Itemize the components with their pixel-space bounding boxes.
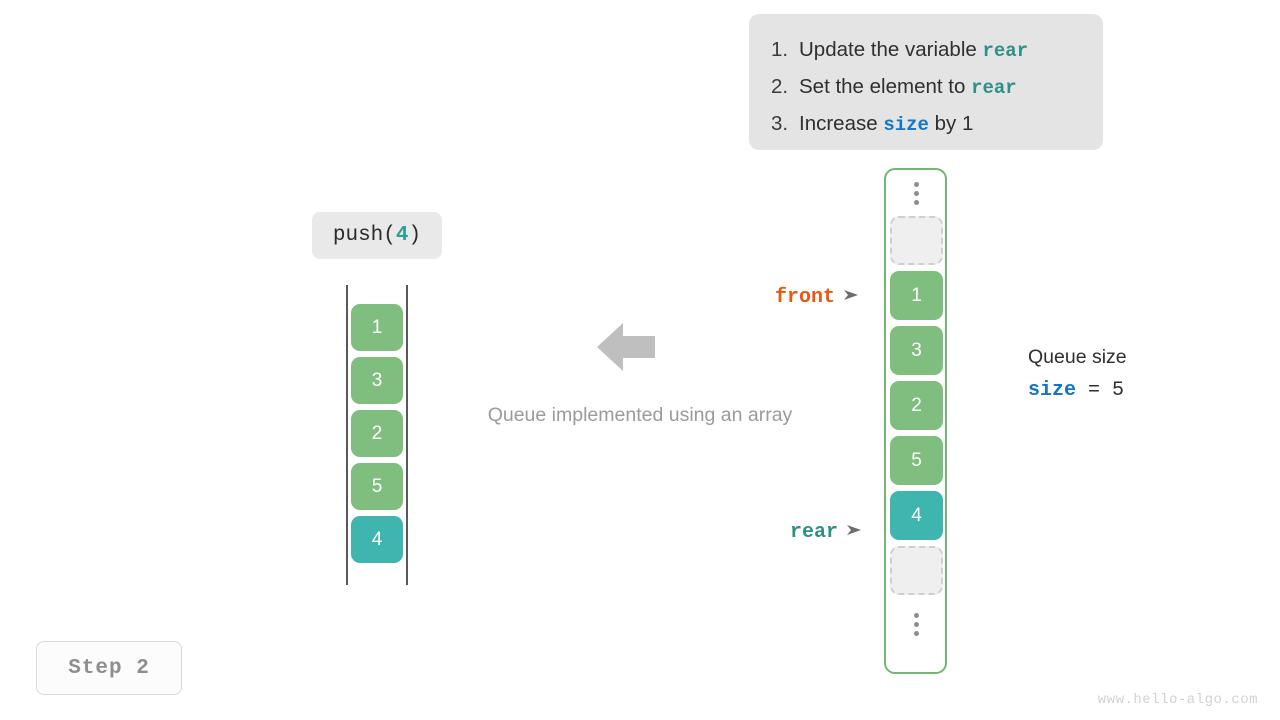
memory-array-container: 1 3 2 5 4 xyxy=(884,168,947,674)
operation-chip: push(4) xyxy=(312,212,442,259)
left-arrow-icon xyxy=(597,323,655,371)
instruction-step-1-number: 1. xyxy=(771,38,789,61)
rear-pointer-label: rear xyxy=(790,521,863,544)
front-pointer-label: front xyxy=(775,286,860,309)
instruction-step-2-text: Set the element to xyxy=(799,75,972,98)
instruction-card: 1. Update the variable rear 2. Set the e… xyxy=(749,14,1103,150)
memory-slot: 1 xyxy=(890,271,943,320)
queue-cell: 1 xyxy=(351,304,403,351)
queue-cell: 3 xyxy=(351,357,403,404)
watermark: www.hello-algo.com xyxy=(1097,692,1258,708)
array-rail-right xyxy=(406,285,408,585)
queue-cell-highlighted: 4 xyxy=(351,516,403,563)
instruction-step-1: 1. Update the variable rear xyxy=(749,32,1103,69)
memory-slot-highlighted: 4 xyxy=(890,491,943,540)
rear-pointer-text: rear xyxy=(790,521,839,544)
queue-size-panel: Queue size size = 5 xyxy=(1028,343,1228,402)
instruction-step-2-number: 2. xyxy=(771,75,789,98)
logical-queue-array: 1 3 2 5 4 xyxy=(346,285,408,585)
queue-size-expression: size = 5 xyxy=(1028,379,1228,402)
memory-array-slots: 1 3 2 5 4 xyxy=(890,170,943,647)
diagram-caption: Queue implemented using an array xyxy=(487,404,793,426)
instruction-step-1-text: Update the variable xyxy=(799,38,983,61)
instruction-step-2: 2. Set the element to rear xyxy=(749,69,1103,106)
ellipsis-bottom-icon xyxy=(890,601,943,647)
instruction-step-1-keyword: rear xyxy=(982,40,1029,62)
ellipsis-top-icon xyxy=(890,170,943,216)
operation-argument: 4 xyxy=(395,224,409,247)
step-badge: Step 2 xyxy=(36,641,182,695)
queue-cell: 5 xyxy=(351,463,403,510)
pointer-arrow-icon xyxy=(847,521,863,544)
instruction-step-3-suffix: by 1 xyxy=(928,112,974,135)
memory-slot-empty xyxy=(890,216,943,265)
memory-slot-empty xyxy=(890,546,943,595)
operation-name: push xyxy=(332,224,384,247)
queue-size-value: 5 xyxy=(1112,379,1125,402)
instruction-step-2-keyword: rear xyxy=(971,77,1017,99)
instruction-step-3: 3. Increase size by 1 xyxy=(749,106,1103,143)
front-pointer-text: front xyxy=(775,286,836,309)
queue-size-variable: size xyxy=(1028,379,1077,402)
memory-slot: 2 xyxy=(890,381,943,430)
logical-queue-cells: 1 3 2 5 4 xyxy=(351,304,403,569)
memory-slot: 3 xyxy=(890,326,943,375)
pointer-arrow-icon xyxy=(844,286,860,309)
memory-slot: 5 xyxy=(890,436,943,485)
instruction-step-3-text: Increase xyxy=(799,112,884,135)
instruction-step-3-keyword: size xyxy=(883,114,929,136)
queue-cell: 2 xyxy=(351,410,403,457)
queue-size-equals: = xyxy=(1076,379,1113,402)
instruction-step-3-number: 3. xyxy=(771,112,789,135)
array-rail-left xyxy=(346,285,348,585)
operation-open-paren: ( xyxy=(383,224,396,247)
operation-close-paren: ) xyxy=(408,224,422,247)
queue-size-title: Queue size xyxy=(1028,346,1127,368)
